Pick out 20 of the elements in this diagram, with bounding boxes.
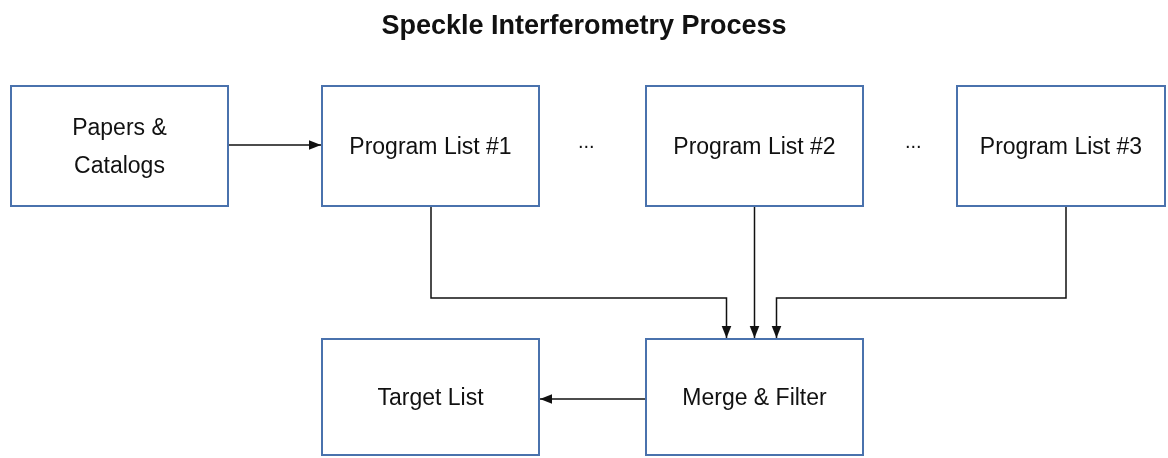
process-box xyxy=(10,85,229,207)
process-box xyxy=(645,85,864,207)
arrow xyxy=(539,394,646,404)
box-label: Target List xyxy=(376,383,485,412)
box-label: Program List #2 xyxy=(672,132,837,161)
process-box xyxy=(321,85,540,207)
process-box xyxy=(956,85,1166,207)
diagram-title: Speckle Interferometry Process xyxy=(380,10,788,41)
process-box xyxy=(645,338,864,456)
arrow xyxy=(771,206,1067,339)
arrow xyxy=(228,140,322,150)
box-label: Program List #1 xyxy=(348,132,513,161)
process-box xyxy=(321,338,540,456)
box-label: Program List #3 xyxy=(978,132,1144,161)
box-label: Papers & Catalogs xyxy=(71,113,168,180)
ellipsis-label: ... xyxy=(905,130,922,153)
arrow xyxy=(430,206,732,339)
ellipsis-label: ... xyxy=(578,130,595,153)
box-label: Merge & Filter xyxy=(681,383,828,412)
arrow xyxy=(749,206,760,339)
